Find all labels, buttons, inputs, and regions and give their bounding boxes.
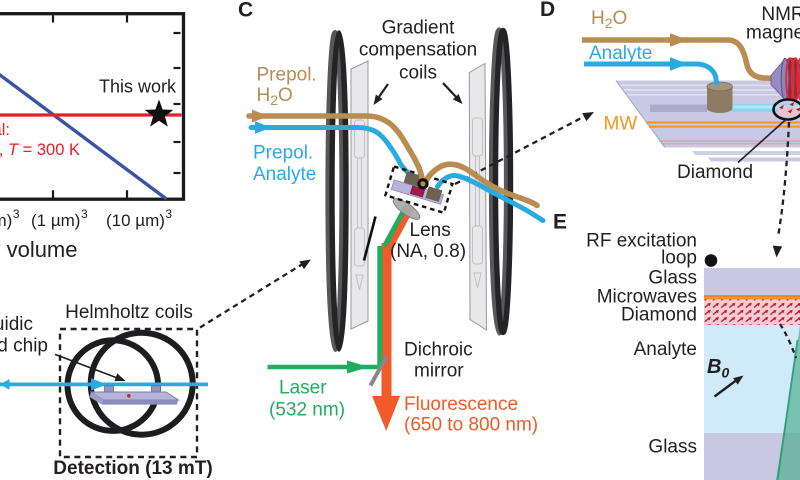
svg-text:Thermal:: Thermal: <box>0 121 10 139</box>
svg-text:E: E <box>553 211 567 234</box>
svg-text:Microwaves: Microwaves <box>597 287 697 308</box>
svg-text:MW: MW <box>604 114 638 135</box>
svg-text:Glass: Glass <box>648 437 697 458</box>
svg-text:Diamond: Diamond <box>677 162 753 183</box>
svg-text:C: C <box>238 0 253 22</box>
svg-text:H2O: H2O <box>257 85 293 108</box>
svg-text:Glass: Glass <box>648 268 697 289</box>
svg-text:(532 nm): (532 nm) <box>269 400 345 421</box>
svg-text:diamond chip: diamond chip <box>0 336 48 357</box>
svg-text:(NA, 0.8): (NA, 0.8) <box>390 241 466 262</box>
svg-text:volume: volume <box>7 237 78 262</box>
svg-text:(1 µm)3: (1 µm)3 <box>31 207 88 230</box>
svg-text:Prepol.: Prepol. <box>253 143 313 164</box>
svg-text:Helmholtz coils: Helmholtz coils <box>65 302 193 323</box>
svg-text:compensation: compensation <box>359 40 477 61</box>
svg-text:Fluorescence: Fluorescence <box>404 394 518 415</box>
svg-text:Analyte: Analyte <box>634 339 697 360</box>
svg-text:This work: This work <box>99 77 177 97</box>
svg-text:Analyte: Analyte <box>253 164 316 185</box>
svg-text:Dichroic: Dichroic <box>404 340 473 361</box>
svg-text:NMR: NMR <box>761 4 800 25</box>
svg-text:coils: coils <box>399 63 437 84</box>
svg-text:loop: loop <box>661 248 697 269</box>
svg-text:Diamond: Diamond <box>621 305 697 326</box>
svg-text:Prepol.: Prepol. <box>257 65 317 86</box>
svg-text:magnet: magnet <box>746 23 800 44</box>
svg-text:Detection (13 mT): Detection (13 mT) <box>53 458 212 479</box>
svg-text:RF excitation: RF excitation <box>586 231 697 252</box>
svg-text:Microfluidic: Microfluidic <box>0 314 33 335</box>
svg-text:D: D <box>540 0 555 21</box>
svg-text:Gradient: Gradient <box>382 18 456 39</box>
svg-text:H2O: H2O <box>591 8 627 31</box>
svg-text:2 mT, T = 300 K: 2 mT, T = 300 K <box>0 141 80 159</box>
svg-text:Lens: Lens <box>410 220 451 241</box>
svg-text:Laser: Laser <box>279 378 327 399</box>
svg-text:(650 to 800 nm): (650 to 800 nm) <box>404 415 538 436</box>
svg-text:Analyte: Analyte <box>589 43 652 64</box>
svg-text:(10 µm)3: (10 µm)3 <box>106 207 172 230</box>
svg-text:mirror: mirror <box>414 361 464 382</box>
